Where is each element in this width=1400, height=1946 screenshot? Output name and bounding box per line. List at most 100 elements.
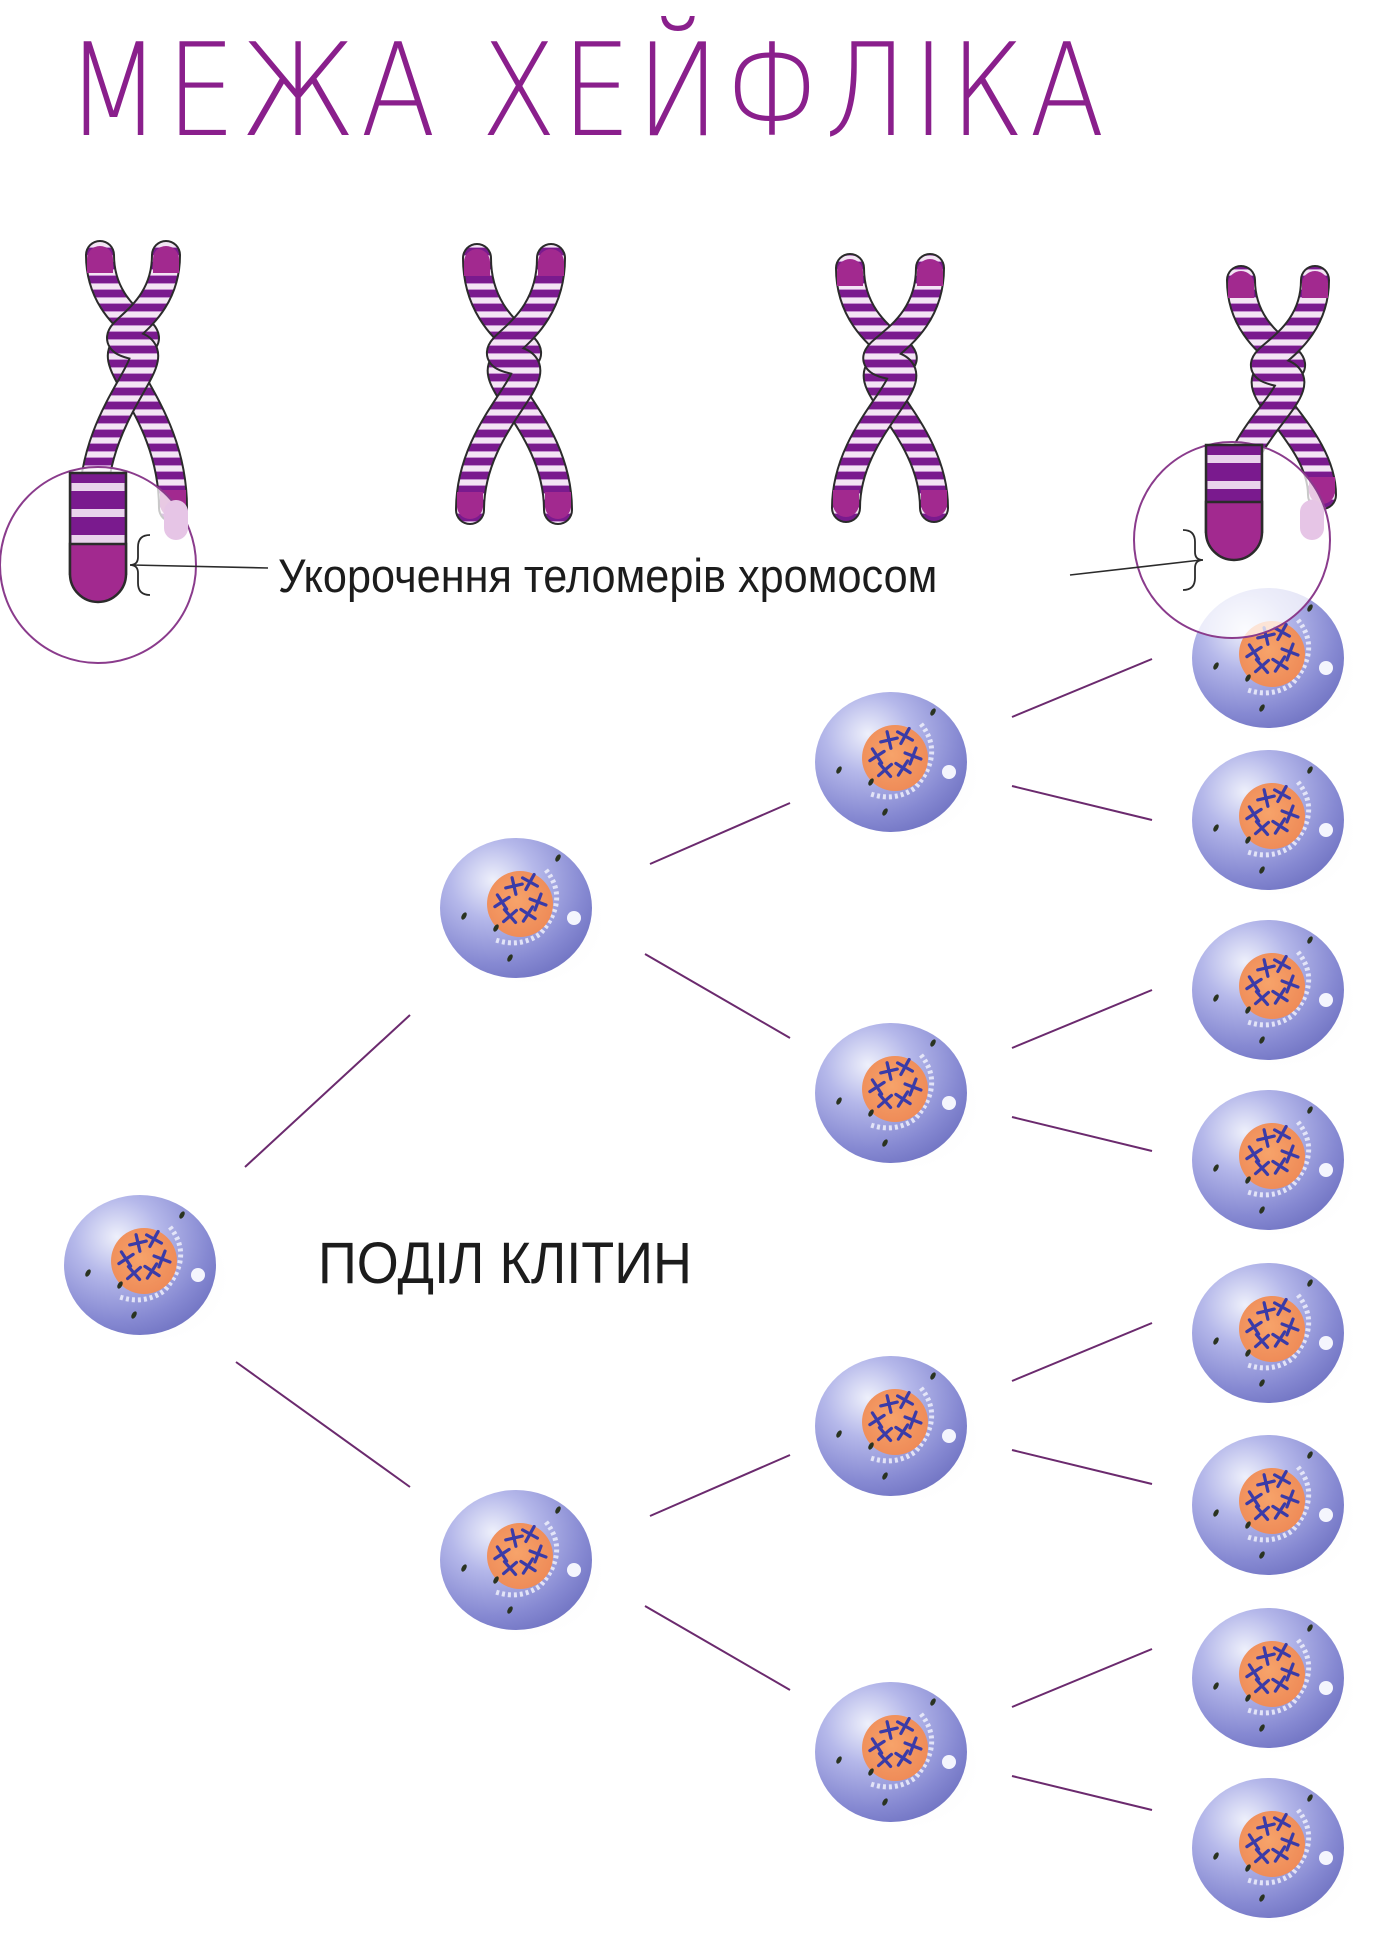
mitochondrion [1259, 1894, 1265, 1902]
mini-chromosome-icon [1280, 1489, 1300, 1509]
division-line [1011, 1449, 1153, 1485]
mini-chromosome-icon [1253, 819, 1271, 837]
cell-er [1247, 780, 1312, 858]
mitochondrion [868, 1442, 874, 1450]
cell-division-label: ПОДІЛ КЛІТИН [318, 1231, 692, 1296]
vacuole [942, 1096, 956, 1110]
mini-chromosome-icon [1256, 1646, 1276, 1666]
band [71, 509, 125, 517]
mini-chromosome-icon [894, 1423, 912, 1441]
telomere-end [68, 542, 128, 604]
mini-chromosome-icon [1245, 805, 1263, 823]
mini-chromosome-icon [868, 1411, 886, 1429]
mitochondrion [1245, 1176, 1251, 1184]
division-line [1011, 1775, 1153, 1811]
mini-chromosome-icon [894, 1749, 912, 1767]
mini-chromosome-icon [1245, 1663, 1263, 1681]
mini-chromosome-icon [528, 892, 548, 912]
band [1207, 455, 1261, 463]
cell-er [870, 1053, 935, 1131]
vacuole [942, 1755, 956, 1769]
cell-er [1247, 1465, 1312, 1543]
mini-chromosome-icon [1253, 1504, 1271, 1522]
mitochondrion [1213, 1509, 1219, 1517]
mini-chromosome-icon [1280, 642, 1300, 662]
mitochondrion [836, 1430, 842, 1438]
cell-gen4-8 [1192, 1778, 1362, 1930]
mitochondrion [1213, 1682, 1219, 1690]
cell-er [1247, 1120, 1312, 1198]
mini-chromosome-icon [519, 905, 537, 923]
mini-chromosome-icon [1245, 975, 1263, 993]
mitochondrion [1259, 1724, 1265, 1732]
mini-chromosome-icon [1280, 974, 1300, 994]
mitochondrion [461, 1564, 467, 1572]
mitochondrion [868, 1768, 874, 1776]
chromatid [833, 255, 943, 521]
mini-chromosome-icon [1271, 1845, 1289, 1863]
cell-er [1247, 1808, 1312, 1886]
mitochondrion [1213, 662, 1219, 670]
vacuole [1319, 1851, 1333, 1865]
chromatid [80, 242, 179, 521]
mitochondrion [1213, 1337, 1219, 1345]
leader-line [1069, 559, 1202, 576]
cell-er [1247, 950, 1312, 1028]
mini-chromosome-icon [1272, 784, 1292, 804]
cell-gen4-6 [1192, 1435, 1362, 1587]
cell-er [495, 868, 560, 946]
cell-gen3-3 [815, 1356, 985, 1508]
mitochondrion [1307, 766, 1313, 774]
mini-chromosome-icon [868, 1078, 886, 1096]
mini-chromosome-icon [519, 1557, 537, 1575]
cell-gen3-1 [815, 692, 985, 844]
cell-gen4-3 [1192, 920, 1362, 1072]
vacuole [1319, 1336, 1333, 1350]
page-title: МЕЖА ХЕЙФЛІКА [66, 17, 1110, 166]
mini-chromosome-icon [1272, 1124, 1292, 1144]
cell-gen2-1 [440, 838, 610, 990]
mini-chromosome-icon [1253, 657, 1271, 675]
mini-chromosome-icon [1280, 804, 1300, 824]
mini-chromosome-icon [152, 1249, 172, 1269]
mini-chromosome-icon [876, 761, 894, 779]
mitochondrion [1245, 674, 1251, 682]
division-line [1011, 1322, 1153, 1382]
cell-gen3-4 [815, 1682, 985, 1834]
mitochondrion [836, 766, 842, 774]
mitochondrion [493, 924, 499, 932]
mitochondrion [930, 1039, 936, 1047]
mitochondrion [1307, 936, 1313, 944]
cell-gen4-2 [1192, 750, 1362, 902]
mini-chromosome-icon [1280, 1662, 1300, 1682]
telomere-end [1204, 500, 1264, 562]
mini-chromosome-icon [1280, 1317, 1300, 1337]
mini-chromosome-icon [1253, 1159, 1271, 1177]
mini-chromosome-icon [903, 1410, 923, 1430]
mini-chromosome-icon [1272, 1642, 1292, 1662]
mini-chromosome-icon [903, 746, 923, 766]
vacuole [1319, 993, 1333, 1007]
mitochondrion [882, 1798, 888, 1806]
mini-chromosome-icon [504, 1528, 524, 1548]
mini-chromosome-icon [1253, 1847, 1271, 1865]
mini-chromosome-icon [1272, 622, 1292, 642]
mini-chromosome-icon [894, 759, 912, 777]
mini-chromosome-icon [125, 1264, 143, 1282]
cell-er [1247, 618, 1312, 696]
mitochondrion [507, 1606, 513, 1614]
division-line [1011, 658, 1153, 718]
telomere-cap [921, 490, 947, 504]
mitochondrion [507, 954, 513, 962]
mitochondrion [1307, 604, 1313, 612]
mitochondrion [882, 1139, 888, 1147]
mitochondrion [1245, 1694, 1251, 1702]
division-line [649, 1454, 791, 1517]
telomere-shortening-label: Укорочення теломерів хромосом [278, 549, 938, 602]
mitochondrion [1259, 1379, 1265, 1387]
mini-chromosome-icon [501, 1559, 519, 1577]
mitochondrion [1259, 1206, 1265, 1214]
mini-chromosome-icon [1253, 989, 1271, 1007]
mini-chromosome-icon [1253, 1677, 1271, 1695]
mini-chromosome-icon [1272, 954, 1292, 974]
